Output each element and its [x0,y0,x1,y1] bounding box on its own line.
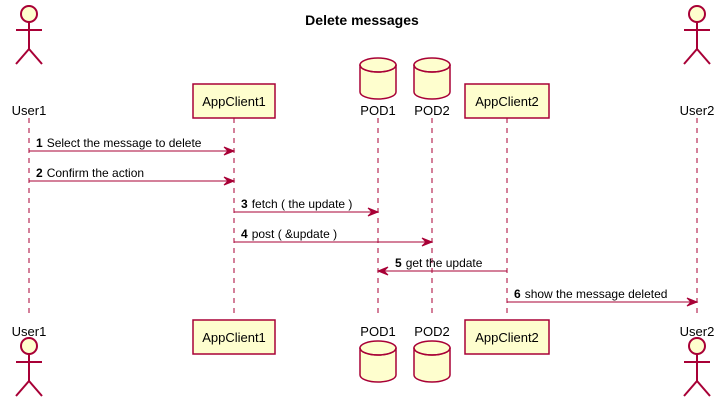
message-number: 1 [36,136,43,150]
participant-user1-bottom[interactable]: User1 [12,324,47,397]
arrow-head-icon [376,266,389,276]
actor-icon [15,5,43,65]
message-number: 5 [395,256,402,270]
actor-icon [15,337,43,397]
participant-box [464,319,550,355]
message-4[interactable]: 4 post ( &update ) [234,227,434,247]
participant-label: User1 [12,324,47,339]
message-text: get the update [406,256,483,270]
participant-pod1-top[interactable]: POD1 [359,57,397,118]
participant-appclient1-top[interactable]: AppClient1 [192,83,276,119]
participant-appclient2-top[interactable]: AppClient2 [464,83,550,119]
participant-label: POD1 [360,103,395,118]
message-text: Select the message to delete [47,136,202,150]
diagram-title: Delete messages [305,12,419,28]
participant-label: AppClient1 [202,94,266,109]
arrow-head-icon [686,297,699,307]
message-number: 6 [514,287,521,301]
participant-pod2-top[interactable]: POD2 [413,57,451,118]
participant-user1-top[interactable]: User1 [12,5,47,118]
message-5[interactable]: 5 get the update [376,256,507,276]
message-label: 5 get the update [395,256,483,270]
message-number: 4 [241,227,248,241]
participant-pod1-bottom[interactable]: POD1 [359,324,397,383]
message-label: 2 Confirm the action [36,166,144,180]
message-label: 6 show the message deleted [514,287,667,301]
database-icon [413,57,451,100]
participant-user2-bottom[interactable]: User2 [680,324,715,397]
arrow-head-icon [421,237,434,247]
participant-label: POD2 [414,324,449,339]
arrow-head-icon [223,176,236,186]
participant-label: User2 [680,324,715,339]
participant-label: AppClient2 [475,94,539,109]
actor-icon [683,5,711,65]
arrow-head-icon [223,146,236,156]
participant-label: AppClient1 [202,330,266,345]
participant-appclient2-bottom[interactable]: AppClient2 [464,319,550,355]
participant-label: User1 [12,103,47,118]
message-6[interactable]: 6 show the message deleted [507,287,699,307]
message-label: 3 fetch ( the update ) [241,197,352,211]
message-1[interactable]: 1 Select the message to delete [29,136,236,156]
message-label: 4 post ( &update ) [241,227,337,241]
message-3[interactable]: 3 fetch ( the update ) [234,197,380,217]
participant-label: POD2 [414,103,449,118]
database-icon [359,340,397,383]
participant-label: User2 [680,103,715,118]
message-number: 3 [241,197,248,211]
message-text: fetch ( the update ) [252,197,353,211]
message-text: post ( &update ) [252,227,337,241]
participant-pod2-bottom[interactable]: POD2 [413,324,451,383]
participant-box [192,83,276,119]
database-icon [413,340,451,383]
database-icon [359,57,397,100]
arrow-head-icon [367,207,380,217]
participant-appclient1-bottom[interactable]: AppClient1 [192,319,276,355]
message-label: 1 Select the message to delete [36,136,202,150]
message-number: 2 [36,166,43,180]
message-text: show the message deleted [525,287,668,301]
message-text: Confirm the action [47,166,144,180]
actor-icon [683,337,711,397]
participant-box [192,319,276,355]
message-2[interactable]: 2 Confirm the action [29,166,236,186]
participant-box [464,83,550,119]
participant-label: AppClient2 [475,330,539,345]
participant-user2-top[interactable]: User2 [680,5,715,118]
participant-label: POD1 [360,324,395,339]
